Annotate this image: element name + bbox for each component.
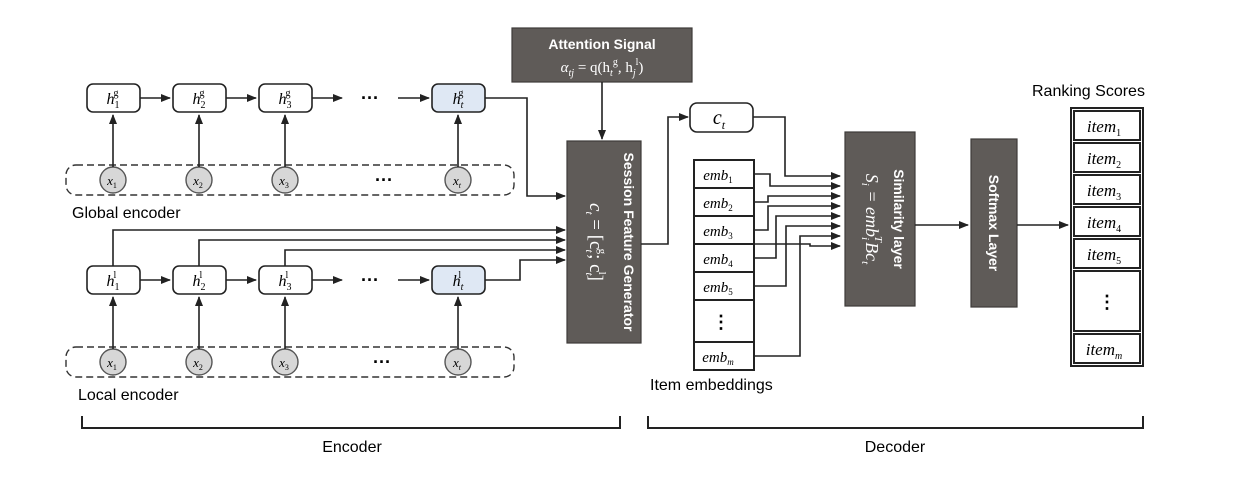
embedding-label-3: emb3 bbox=[703, 224, 733, 241]
ranking-label-m: itemm bbox=[1086, 340, 1123, 362]
attention-formula: αtj = q(htg, hjl) bbox=[561, 57, 644, 79]
similarity-layer-title: Similarity layer bbox=[891, 169, 907, 269]
attention-signal-title: Attention Signal bbox=[548, 36, 655, 52]
ranking-label-2: item2 bbox=[1087, 149, 1121, 171]
global-hidden-2-label: h2g bbox=[193, 88, 206, 111]
encoder-section-label: Encoder bbox=[322, 439, 382, 456]
global-input-ellipsis: ··· bbox=[375, 170, 393, 190]
global-hidden-1-label: h1g bbox=[107, 88, 120, 111]
global-encoder-label: Global encoder bbox=[72, 205, 181, 222]
session-generator-formula: ct = [ctg; ctl] bbox=[583, 203, 608, 281]
ranking-scores: Ranking Scores item1 item2 item3 item4 i… bbox=[1032, 83, 1145, 367]
local-hidden-1-label: h1l bbox=[107, 270, 120, 293]
ranking-cell-ellipsis bbox=[1073, 270, 1141, 332]
item-embeddings-label: Item embeddings bbox=[650, 377, 773, 394]
ranking-cell-5 bbox=[1073, 238, 1141, 269]
local-input-t-label: xt bbox=[452, 355, 462, 372]
global-input-t-label: xt bbox=[452, 173, 462, 190]
local-input-2-label: x2 bbox=[192, 355, 203, 372]
embedding-cell-m bbox=[693, 341, 755, 371]
ranking-label-3: item3 bbox=[1087, 181, 1121, 203]
global-input-1-label: x1 bbox=[106, 173, 117, 190]
global-encoder: h1g h2g h3g htg ··· x1 x2 x3 xt ··· Glob… bbox=[65, 83, 515, 222]
embedding-cell-3 bbox=[693, 215, 755, 245]
ranking-label-5: item5 bbox=[1087, 245, 1121, 267]
ranking-scores-title: Ranking Scores bbox=[1032, 83, 1145, 100]
local-hidden-3-label: h3l bbox=[279, 270, 292, 293]
embedding-label-5: emb5 bbox=[703, 280, 733, 297]
decoder-section: Decoder bbox=[647, 416, 1144, 456]
global-input-3-label: x3 bbox=[278, 173, 289, 190]
embedding-label-1: emb1 bbox=[703, 168, 733, 185]
session-feature-generator: Session Feature Generator ct = [ctg; ctl… bbox=[566, 140, 642, 344]
decoder-section-label: Decoder bbox=[865, 439, 926, 456]
local-input-3-label: x3 bbox=[278, 355, 289, 372]
context-vector-label: ct bbox=[713, 107, 726, 132]
local-input-ellipsis: ··· bbox=[373, 352, 391, 372]
ranking-cell-m bbox=[1073, 333, 1141, 364]
ranking-cell-3 bbox=[1073, 174, 1141, 205]
embedding-cell-4 bbox=[693, 243, 755, 273]
global-hidden-3-label: h3g bbox=[279, 88, 292, 111]
softmax-layer-title: Softmax Layer bbox=[986, 175, 1002, 272]
ranking-cell-4 bbox=[1073, 206, 1141, 237]
similarity-layer: Similarity layer Si = embiTBct bbox=[844, 131, 916, 307]
local-hidden-t-label: htl bbox=[453, 270, 464, 293]
embedding-label-2: emb2 bbox=[703, 196, 733, 213]
embedding-label-4: emb4 bbox=[703, 252, 733, 269]
context-vector: ct bbox=[689, 102, 754, 133]
local-hidden-2-label: h2l bbox=[193, 270, 206, 293]
encoder-section: Encoder bbox=[81, 416, 621, 456]
local-encoder-label: Local encoder bbox=[78, 387, 179, 404]
local-input-1-label: x1 bbox=[106, 355, 117, 372]
item-embeddings: emb1 emb2 emb3 emb4 emb5 ⋮ embm Item emb… bbox=[650, 159, 773, 394]
embedding-cell-1 bbox=[693, 159, 755, 189]
global-hidden-t-label: htg bbox=[453, 88, 464, 111]
ranking-ellipsis: ⋮ bbox=[1098, 292, 1116, 312]
ranking-cell-2 bbox=[1073, 142, 1141, 173]
local-encoder: h1l h2l h3l htl ··· x1 x2 x3 xt ··· Loca… bbox=[65, 265, 515, 404]
session-generator-title: Session Feature Generator bbox=[621, 153, 637, 333]
similarity-formula: Si = embiTBct bbox=[859, 174, 884, 265]
attention-signal-box: Attention Signal αtj = q(htg, hjl) bbox=[511, 27, 693, 83]
global-hidden-ellipsis: ··· bbox=[361, 88, 379, 108]
embedding-ellipsis: ⋮ bbox=[712, 312, 730, 332]
global-input-2-label: x2 bbox=[192, 173, 203, 190]
embedding-cell-2 bbox=[693, 187, 755, 217]
ranking-label-4: item4 bbox=[1087, 213, 1121, 235]
local-hidden-ellipsis: ··· bbox=[361, 270, 379, 290]
ranking-cell-1 bbox=[1073, 110, 1141, 141]
ranking-label-1: item1 bbox=[1087, 117, 1121, 139]
embedding-label-m: embm bbox=[702, 350, 734, 367]
softmax-layer: Softmax Layer bbox=[970, 138, 1018, 308]
